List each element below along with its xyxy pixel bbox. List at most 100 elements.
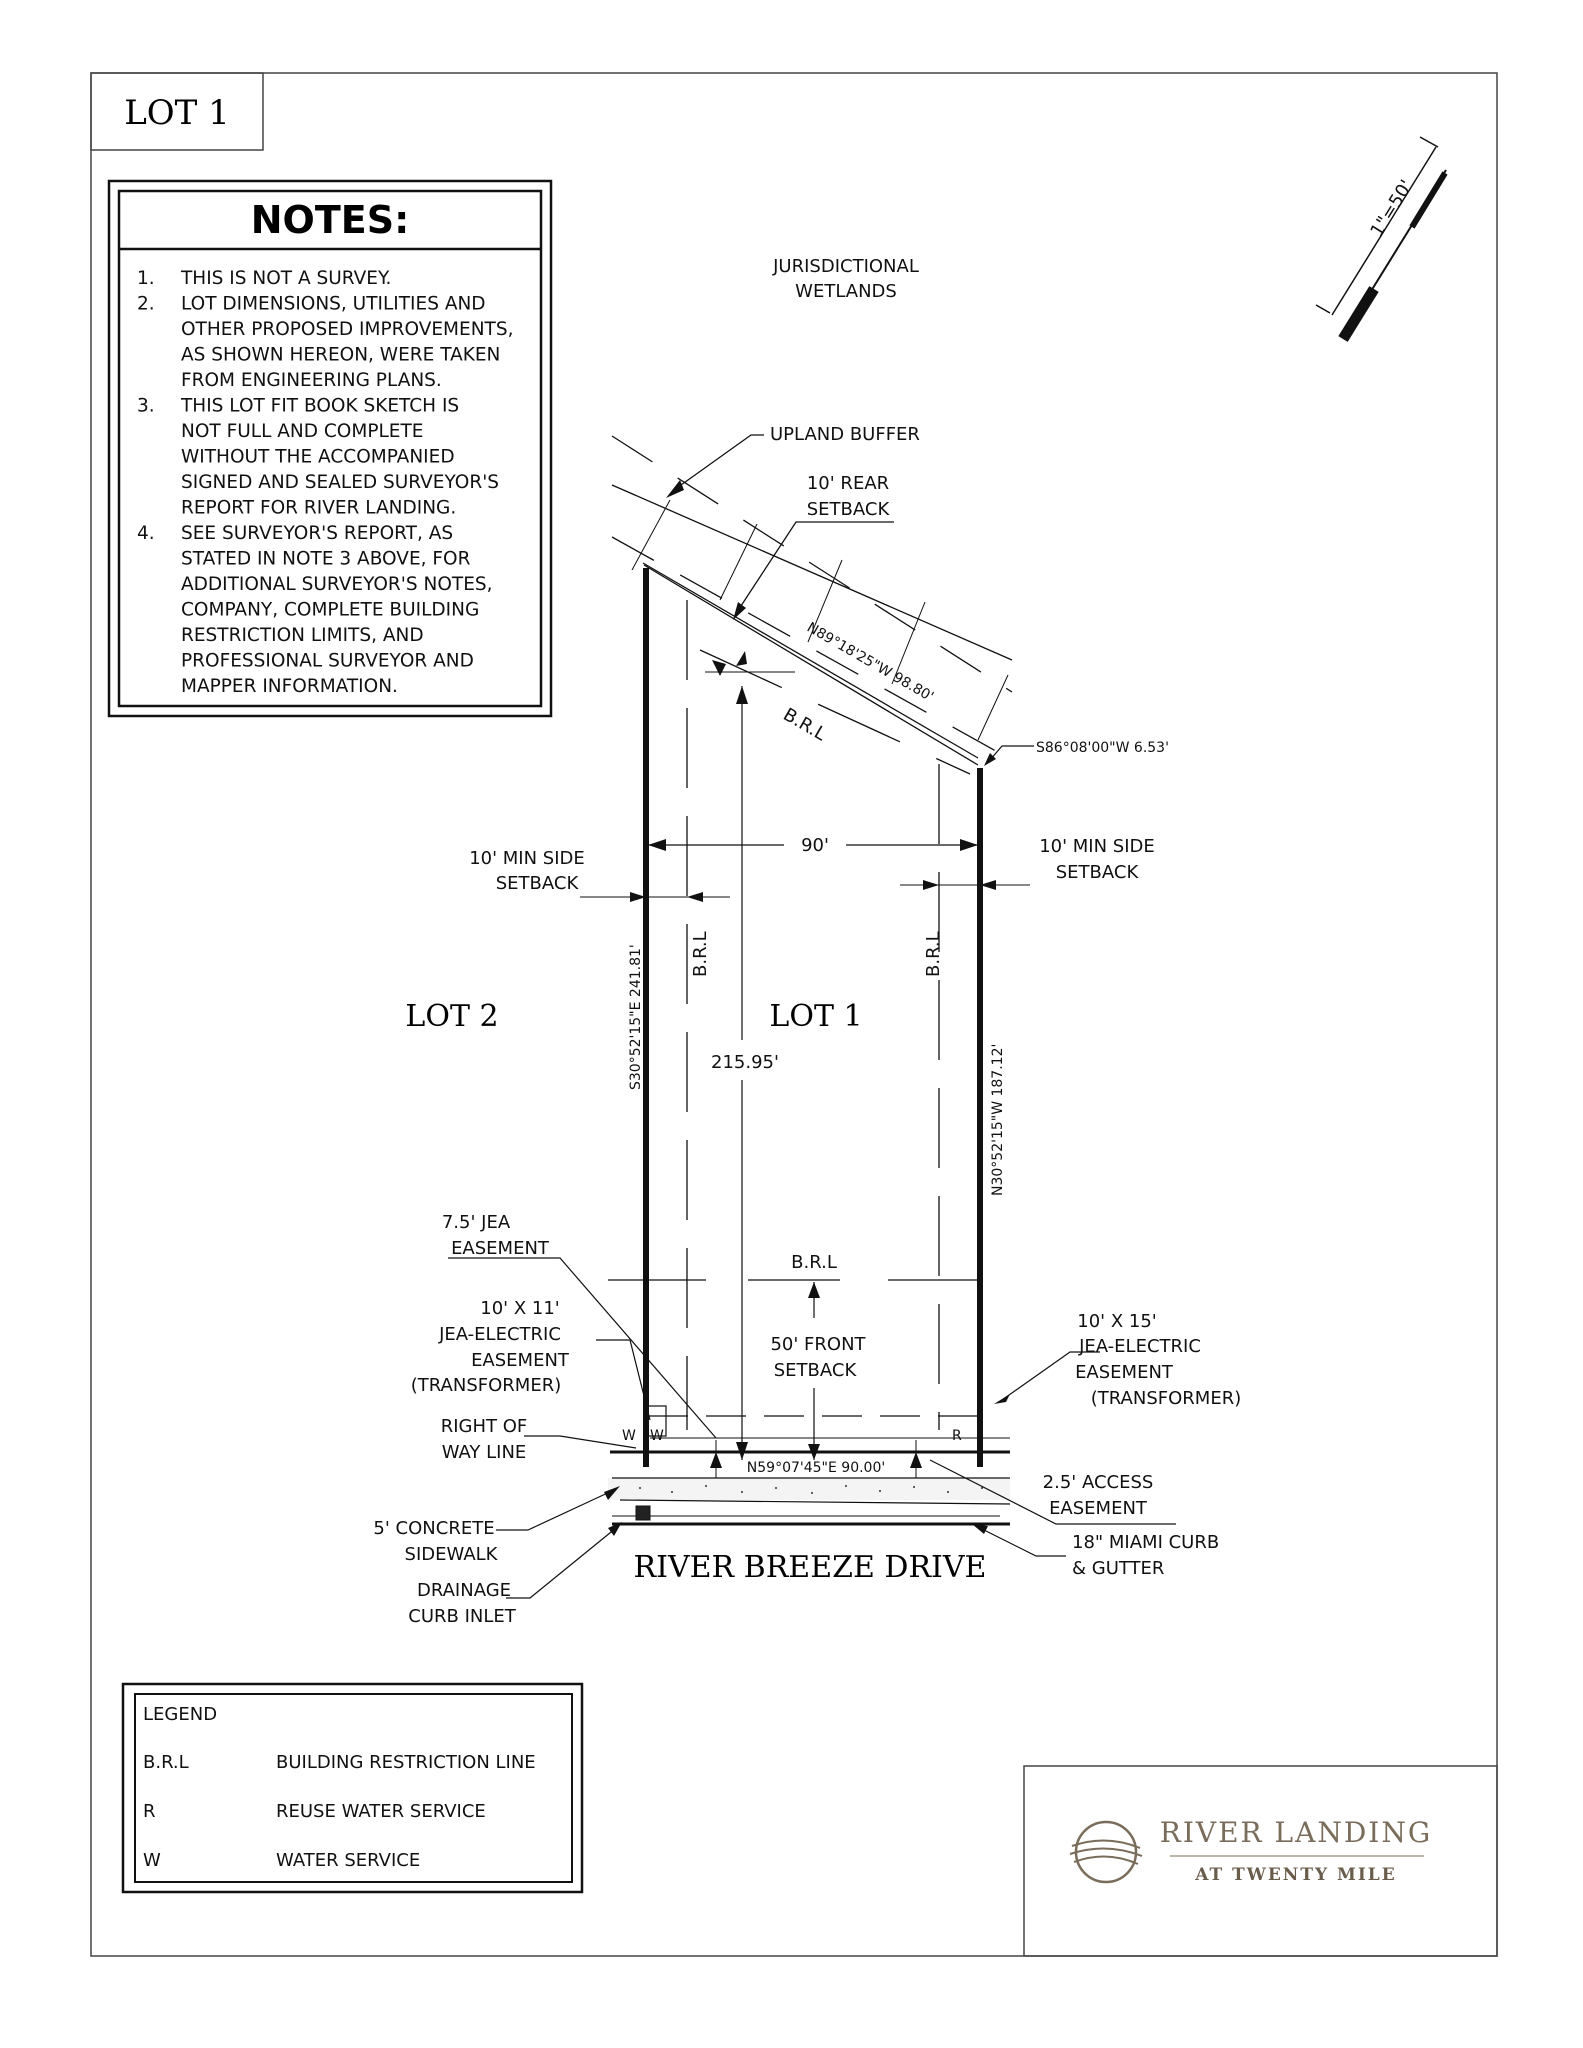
sidewalk-label-2: SIDEWALK: [405, 1544, 499, 1565]
note-line: REPORT FOR RIVER LANDING.: [181, 498, 456, 519]
wetlands-label-2: WETLANDS: [795, 281, 897, 302]
front-setback-label-2: SETBACK: [774, 1360, 858, 1381]
jea-75-label-1: 7.5' JEA: [442, 1212, 511, 1233]
jea-right-label-4: (TRANSFORMER): [1091, 1388, 1241, 1409]
note-line: THIS LOT FIT BOOK SKETCH IS: [180, 396, 459, 417]
brl-right-label: B.R.L: [923, 931, 944, 977]
row-callout: RIGHT OF WAY LINE: [441, 1416, 637, 1463]
sheet-border: [90, 72, 1498, 1957]
rear-line: [643, 564, 979, 766]
note-line: SEE SURVEYOR'S REPORT, AS: [181, 523, 453, 544]
right-side-setback-dim: 10' MIN SIDE SETBACK: [900, 836, 1155, 890]
sidewalk-callout: 5' CONCRETE SIDEWALK: [373, 1486, 620, 1565]
curb-gutter: [612, 1505, 1010, 1526]
note-line: COMPANY, COMPLETE BUILDING: [181, 600, 479, 621]
curb-label-2: & GUTTER: [1072, 1558, 1164, 1579]
drainage-callout: DRAINAGE CURB INLET: [408, 1522, 622, 1627]
note-number: 3.: [137, 396, 155, 417]
drain-label-2: CURB INLET: [408, 1606, 516, 1627]
depth-label: 215.95': [711, 1052, 779, 1073]
note-line: RESTRICTION LIMITS, AND: [181, 625, 424, 646]
note-number: 1.: [137, 268, 155, 289]
jea-right-label-2: JEA-ELECTRIC: [1078, 1336, 1201, 1357]
marker-r: R: [952, 1428, 962, 1444]
logo-mark: [1069, 1820, 1143, 1884]
note-number: 4.: [137, 523, 155, 544]
lot1-label: LOT 1: [769, 999, 862, 1034]
logo-box: RIVER LANDING AT TWENTY MILE: [1023, 1765, 1498, 1957]
jea-left-label-2: JEA-ELECTRIC: [438, 1324, 561, 1345]
logo-sub: AT TWENTY MILE: [1194, 1865, 1396, 1885]
jea-right-label-3: EASEMENT: [1075, 1362, 1174, 1383]
notes-list: 1.THIS IS NOT A SURVEY.2.LOT DIMENSIONS,…: [137, 268, 513, 697]
width-dimension: 90': [648, 835, 978, 856]
jea-right-callout: 10' X 15' JEA-ELECTRIC EASEMENT (TRANSFO…: [994, 1311, 1241, 1409]
note-line: PROFESSIONAL SURVEYOR AND: [181, 651, 474, 672]
drain-label-1: DRAINAGE: [417, 1580, 511, 1601]
logo-name: RIVER LANDING: [1160, 1816, 1432, 1849]
min-side-left-1: 10' MIN SIDE: [469, 848, 585, 869]
sidewalk-label-1: 5' CONCRETE: [373, 1518, 494, 1539]
note-line: LOT DIMENSIONS, UTILITIES AND: [181, 294, 486, 315]
jea-left-label-3: EASEMENT: [471, 1350, 570, 1371]
min-side-right-2: SETBACK: [1056, 862, 1140, 883]
note-line: OTHER PROPOSED IMPROVEMENTS,: [181, 319, 513, 340]
page-label-box: LOT 1: [90, 72, 264, 151]
rear-setback-callout: 10' REAR SETBACK: [733, 473, 894, 620]
access-easement-callout: 2.5' ACCESS EASEMENT: [929, 1459, 1176, 1525]
legend-title: LEGEND: [143, 1704, 217, 1725]
rear-setback-dim: [705, 651, 795, 676]
note-line: NOT FULL AND COMPLETE: [181, 421, 423, 442]
jea-right-label-1: 10' X 15': [1077, 1311, 1156, 1332]
left-side-setback-dim: 10' MIN SIDE SETBACK: [469, 848, 730, 902]
rear-setback-label-2: SETBACK: [807, 499, 891, 520]
note-line: THIS IS NOT A SURVEY.: [180, 268, 391, 289]
notes-box: NOTES: 1.THIS IS NOT A SURVEY.2.LOT DIME…: [107, 179, 553, 718]
scale-indicator: 1"=50': [1315, 136, 1448, 342]
sidewalk-band: [608, 1477, 1011, 1505]
jea-left-callout: 10' X 11' JEA-ELECTRIC EASEMENT (TRANSFO…: [411, 1298, 667, 1437]
lot2-label: LOT 2: [405, 999, 498, 1034]
marker-w-right: W: [650, 1428, 664, 1444]
note-line: STATED IN NOTE 3 ABOVE, FOR: [181, 549, 471, 570]
min-side-left-2: SETBACK: [496, 873, 580, 894]
brl-front-label: B.R.L: [791, 1252, 837, 1273]
jea-75-label-2: EASEMENT: [451, 1238, 550, 1259]
brl-rear-label: B.R.L: [780, 704, 830, 745]
legend-code: W: [143, 1850, 161, 1871]
upland-buffer-callout: UPLAND BUFFER: [666, 424, 920, 498]
curb-callout: 18" MIAMI CURB & GUTTER: [972, 1524, 1219, 1579]
right-bearing: N30°52'15"W 187.12': [990, 1044, 1006, 1196]
note-line: SIGNED AND SEALED SURVEYOR'S: [181, 472, 499, 493]
legend-code: R: [143, 1801, 156, 1822]
min-side-right-1: 10' MIN SIDE: [1039, 836, 1155, 857]
marker-w-left: W: [622, 1428, 636, 1444]
width-label: 90': [801, 835, 829, 856]
curb-label-1: 18" MIAMI CURB: [1072, 1532, 1219, 1553]
front-setback-label-1: 50' FRONT: [770, 1334, 866, 1355]
rear-setback-label-1: 10' REAR: [807, 473, 889, 494]
s86-callout: S86°08'00"W 6.53': [984, 740, 1169, 766]
legend-description: BUILDING RESTRICTION LINE: [276, 1752, 536, 1773]
notes-title: NOTES:: [251, 198, 410, 242]
jea-left-label-4: (TRANSFORMER): [411, 1375, 561, 1396]
front-bearing: N59°07'45"E 90.00': [747, 1460, 885, 1476]
brl-left-label: B.R.L: [690, 931, 711, 977]
front-brl: B.R.L 50' FRONT SETBACK: [608, 1252, 980, 1460]
access-label-2: EASEMENT: [1049, 1498, 1148, 1519]
legend-description: WATER SERVICE: [276, 1850, 420, 1871]
note-line: AS SHOWN HEREON, WERE TAKEN: [181, 345, 500, 366]
jea-75-callout: 7.5' JEA EASEMENT: [442, 1212, 717, 1439]
rear-bearing: N89°18'25"W 98.80': [804, 620, 936, 706]
rear-buffer-lines: [611, 435, 1013, 775]
note-line: ADDITIONAL SURVEYOR'S NOTES,: [181, 574, 493, 595]
upland-buffer-label: UPLAND BUFFER: [770, 424, 920, 445]
legend-code: B.R.L: [143, 1752, 189, 1773]
row-label-2: WAY LINE: [442, 1442, 527, 1463]
wetlands-label-1: JURISDICTIONAL: [772, 256, 919, 277]
note-line: MAPPER INFORMATION.: [181, 676, 398, 697]
access-label-1: 2.5' ACCESS: [1043, 1472, 1154, 1493]
